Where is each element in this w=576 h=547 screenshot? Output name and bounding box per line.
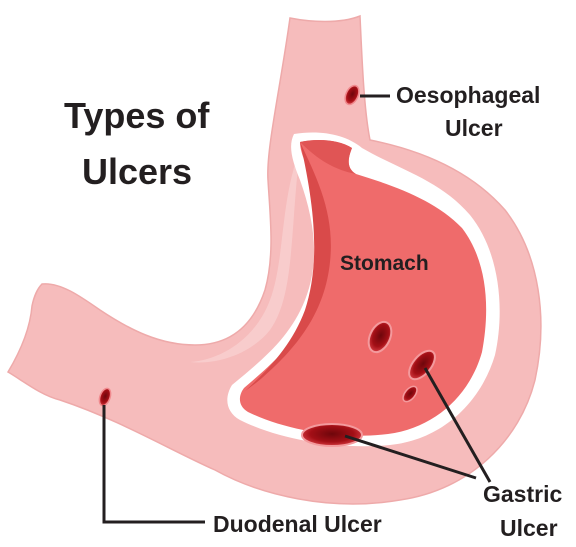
diagram-title-line1: Types of — [64, 95, 210, 136]
gastric-ulcer-label-line1: Gastric — [483, 481, 562, 507]
diagram-title-line2: Ulcers — [82, 151, 192, 192]
gastric-ulcer-mark-bottom — [302, 424, 362, 446]
gastric-ulcer-label-line2: Ulcer — [500, 515, 558, 541]
duodenal-ulcer-label: Duodenal Ulcer — [213, 511, 382, 537]
oesophageal-ulcer-label-line2: Ulcer — [445, 115, 503, 141]
oesophageal-ulcer-label-line1: Oesophageal — [396, 82, 540, 108]
stomach-label: Stomach — [340, 252, 429, 275]
